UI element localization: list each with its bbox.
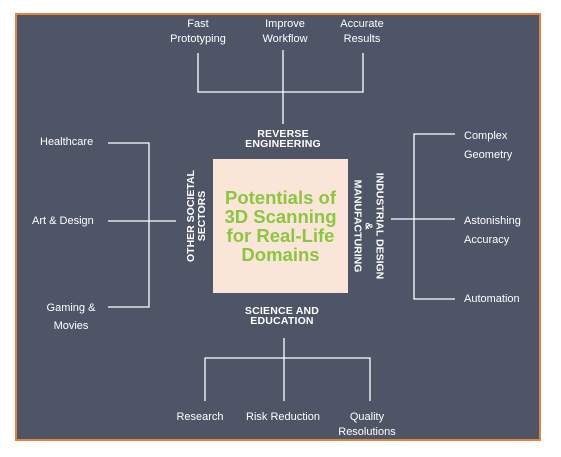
right-item-astonishing-accuracy: Astonishing Accuracy [464, 215, 521, 246]
bottom-item-research: Research [176, 411, 224, 423]
bottom-item-risk-reduction: Risk Reduction [246, 411, 320, 423]
heading-reverse-engineering: REVERSE ENGINEERING [245, 128, 321, 150]
center-title: Potentials of 3D Scanning for Real-Life … [224, 187, 337, 265]
left-item-gaming-movies: Gaming & Movies [46, 302, 96, 332]
heading-other-societal-sectors: OTHER SOCIETAL SECTORS [185, 170, 208, 262]
center-box: Potentials of 3D Scanning for Real-Life … [213, 159, 348, 293]
left-item-healthcare: Healthcare [40, 136, 94, 148]
top-item-accurate-results: Accurate Results [340, 18, 384, 45]
heading-industrial-design-manufacturing: INDUSTRIAL DESIGN & MANUFACTURING [351, 172, 386, 280]
right-item-complex-geometry: Complex Geometry [464, 130, 513, 161]
left-item-art-design: Art & Design [32, 215, 94, 227]
top-item-improve-workflow: Improve Workflow [262, 18, 308, 45]
heading-science-and-education: SCIENCE AND EDUCATION [244, 305, 320, 327]
top-item-fast-prototyping: Fast Prototyping [170, 18, 226, 45]
right-item-automation: Automation [464, 293, 520, 305]
bottom-item-quality-resolutions: Quality Resolutions [338, 411, 396, 438]
